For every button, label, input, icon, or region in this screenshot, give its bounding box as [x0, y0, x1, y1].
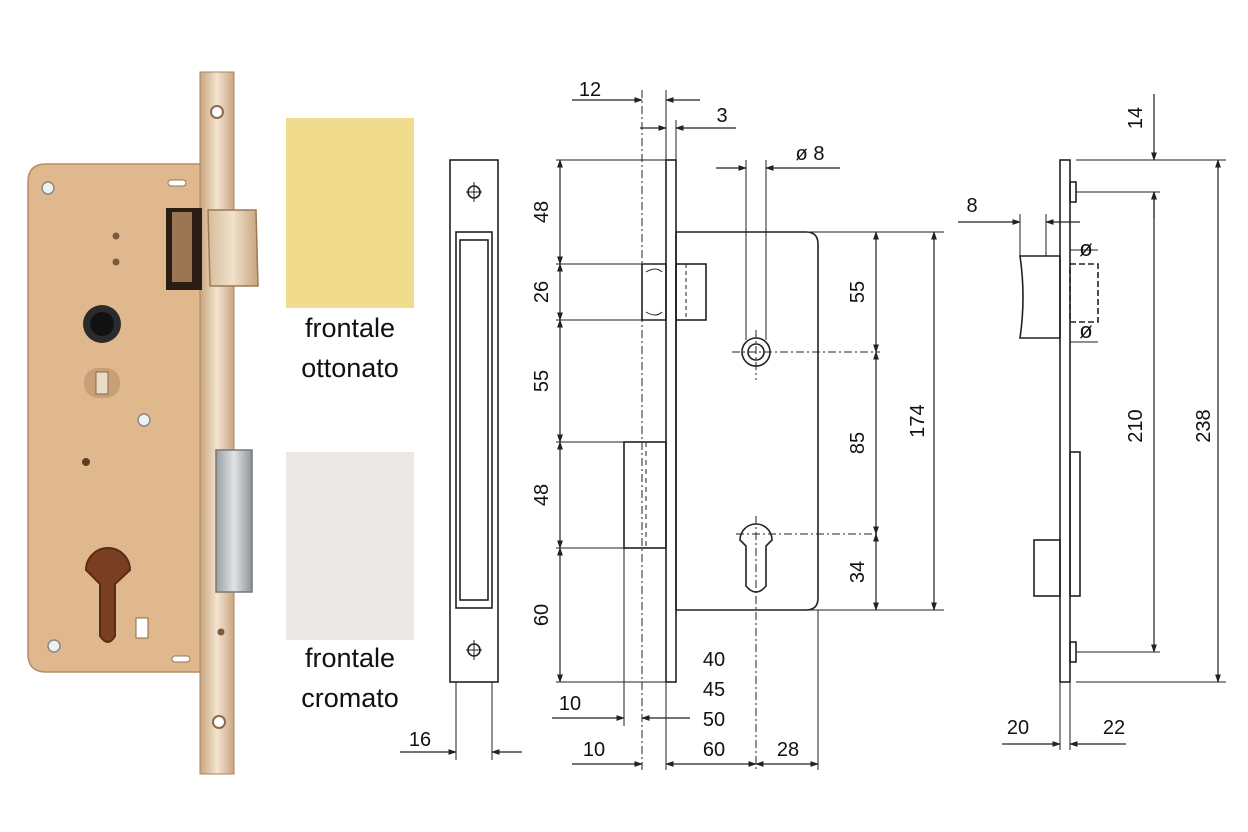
- case-screw: [137, 413, 151, 427]
- dim-profile-238: 238: [1193, 409, 1215, 442]
- profile-latch: [1019, 255, 1061, 339]
- dim-side-bottom-10b: 10: [583, 739, 605, 761]
- profile-deadbolt: [1069, 451, 1081, 597]
- dim-side-left-48: 48: [531, 201, 553, 223]
- side-faceplate: [665, 159, 677, 683]
- dim-side-left-26: 26: [531, 281, 553, 303]
- dim-profile-diam-bottom: ø: [1079, 318, 1092, 343]
- caption-chrome-line1: frontale: [304, 643, 396, 673]
- dim-profile-210: 210: [1125, 409, 1147, 442]
- dim-side-right-34: 34: [847, 561, 869, 583]
- dim-side-left-55: 55: [531, 370, 553, 392]
- dim-profile-diam-top: ø: [1079, 236, 1092, 261]
- side-latch: [641, 263, 667, 321]
- caption-brass-line1: frontale: [304, 313, 396, 343]
- lock-case: [27, 163, 206, 673]
- dim-side-bottom-28: 28: [777, 739, 799, 761]
- dim-front-16: 16: [409, 729, 431, 751]
- dim-side-12: 12: [579, 79, 601, 101]
- side-view: [552, 90, 944, 770]
- dim-side-left-60: 60: [531, 604, 553, 626]
- dim-side-backset-45: 45: [703, 679, 725, 701]
- profile-faceplate: [1059, 159, 1071, 683]
- lock-faceplate: [199, 71, 235, 775]
- lock-photo: [27, 71, 259, 775]
- dim-side-right-85: 85: [847, 432, 869, 454]
- profile-view: [958, 94, 1226, 750]
- dim-side-hole-diameter: ø 8: [796, 143, 825, 165]
- dead-bolt: [215, 449, 253, 593]
- dim-side-right-55: 55: [847, 281, 869, 303]
- case-screw: [47, 639, 61, 653]
- swatch-chrome: [286, 452, 414, 640]
- faceplate-screw-top: [210, 105, 224, 119]
- swatch-brass: [286, 118, 414, 308]
- dim-profile-20: 20: [1007, 717, 1029, 739]
- dim-profile-14: 14: [1125, 107, 1147, 129]
- dim-side-backset-60: 60: [703, 739, 725, 761]
- caption-brass-line2: ottonato: [301, 353, 399, 383]
- dim-side-right-174: 174: [907, 404, 929, 437]
- front-view: [400, 159, 522, 760]
- dim-profile-8: 8: [966, 195, 977, 217]
- caption-chrome-line2: cromato: [301, 683, 399, 713]
- side-deadbolt: [623, 441, 667, 549]
- dim-side-left-48b: 48: [531, 484, 553, 506]
- front-plate: [449, 159, 499, 683]
- cylinder-cutout: [84, 547, 132, 643]
- case-screw: [41, 181, 55, 195]
- faceplate-screw-bottom: [212, 715, 226, 729]
- dim-side-backset-40: 40: [703, 649, 725, 671]
- side-cylinder: [739, 523, 773, 593]
- side-lock-body: [675, 231, 819, 611]
- dim-side-bottom-10a: 10: [559, 693, 581, 715]
- dim-side-3: 3: [716, 105, 727, 127]
- dim-side-backset-50: 50: [703, 709, 725, 731]
- dim-profile-22: 22: [1103, 717, 1125, 739]
- latch-bolt: [207, 209, 259, 287]
